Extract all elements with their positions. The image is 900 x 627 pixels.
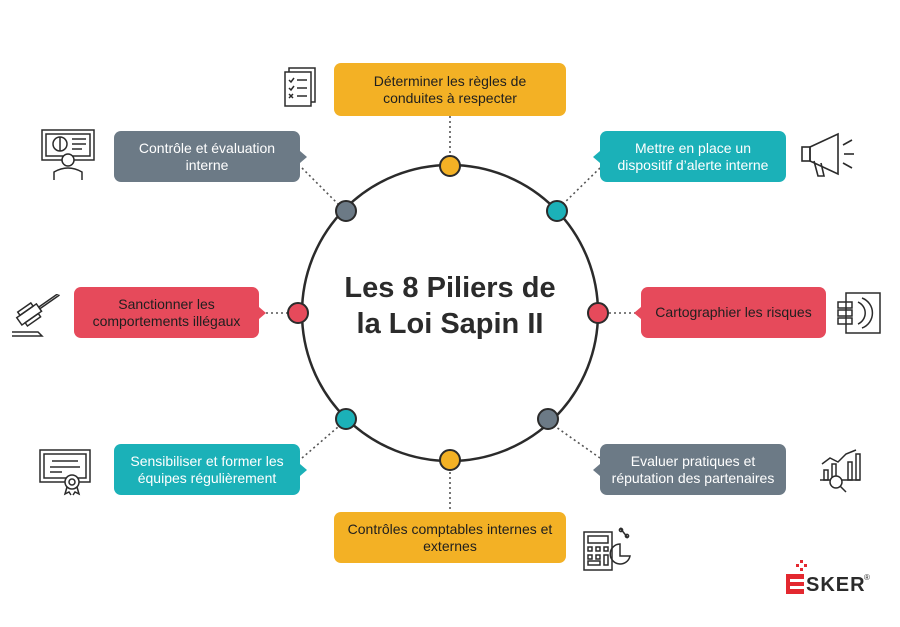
pillar-comptables: Contrôles comptables internes et externe… [334,512,566,563]
pillar-regles-label: Déterminer les règles de conduites à res… [373,72,527,106]
dot-risques [587,302,609,324]
pillar-controle: Contrôle et évaluation interne [114,131,307,182]
connector-former [301,426,339,459]
pillar-controle-label: Contrôle et évaluation interne [138,139,276,173]
dot-alerte [546,200,568,222]
dot-former [335,408,357,430]
pillar-regles: Déterminer les règles de conduites à res… [334,63,566,116]
megaphone-icon [801,132,854,177]
pillar-former: Sensibiliser et former les équipes régul… [114,444,307,495]
pillar-risques: Cartographier les risques [634,287,826,338]
chart-magnifier-icon [820,449,861,493]
pillar-sanctionner: Sanctionner les comportements illégaux [74,287,266,338]
esker-logo-mark [786,560,807,594]
esker-logo-trademark: ® [864,573,870,582]
pillar-comptables-label: Contrôles comptables internes et externe… [347,520,553,554]
pillar-former-label: Sensibiliser et former les équipes régul… [130,452,284,486]
esker-logo-text: SKER [806,574,866,596]
checklist-icon [284,67,316,107]
calculator-icon [583,527,631,571]
dot-regles [439,155,461,177]
connector-partenaires [555,426,601,459]
presentation-icon [41,129,95,180]
pillar-partenaires-label: Evaluer pratiques et réputation des part… [611,452,775,486]
pillar-partenaires: Evaluer pratiques et réputation des part… [593,444,786,495]
gavel-icon [12,294,60,337]
risk-map-icon [837,292,881,334]
pillar-sanctionner-label: Sanctionner les comportements illégaux [92,295,241,329]
connector-controle [301,167,339,205]
dot-comptables [439,449,461,471]
pillar-risques-label: Cartographier les risques [655,304,812,320]
pillar-alerte: Mettre en place un dispositif d’alerte i… [593,131,786,182]
title-line-2: la Loi Sapin II [356,308,544,340]
dot-partenaires [537,408,559,430]
diagram-title: Les 8 Piliers de la Loi Sapin II [320,270,580,342]
dot-sanctionner [287,302,309,324]
pillar-alerte-label: Mettre en place un dispositif d’alerte i… [617,139,769,173]
connector-alerte [561,167,601,206]
title-line-1: Les 8 Piliers de [344,272,556,304]
certificate-icon [39,449,91,496]
dot-controle [335,200,357,222]
